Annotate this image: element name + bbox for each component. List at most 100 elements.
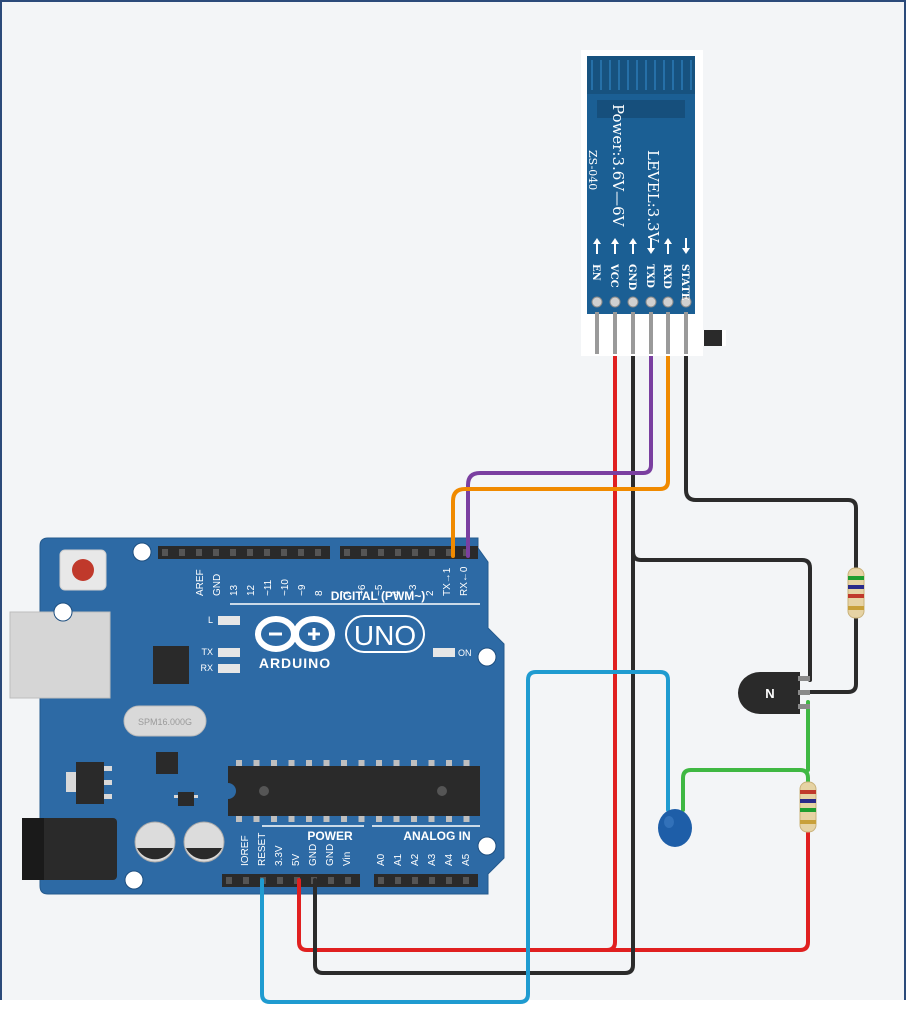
ceramic-capacitor[interactable] xyxy=(658,809,692,847)
led-rx-label: RX xyxy=(200,663,213,673)
wire-black-gnd[interactable] xyxy=(313,350,635,975)
resistor-2[interactable] xyxy=(799,781,817,833)
analog-header-socket[interactable] xyxy=(378,877,384,884)
capacitor-right xyxy=(183,821,225,863)
led-on-label: ON xyxy=(458,648,472,658)
pin-label: A1 xyxy=(393,853,404,866)
wire-orange-rxd-tx1[interactable] xyxy=(451,350,670,558)
power-header-socket[interactable] xyxy=(328,877,334,884)
analog-header-socket[interactable] xyxy=(429,877,435,884)
pin-label: 12 xyxy=(246,584,257,596)
pin-label: AREF xyxy=(195,569,206,596)
digital-header-right-socket[interactable] xyxy=(429,549,435,556)
wire-blue-reset-capacitor[interactable] xyxy=(260,670,670,1004)
wire-black-gnd-transistor[interactable] xyxy=(631,550,812,682)
bt-pin-label: TXD xyxy=(644,264,655,288)
digital-header-left-socket[interactable] xyxy=(230,549,236,556)
wire-resistor-transistor-base[interactable] xyxy=(798,611,858,694)
digital-header-left-socket[interactable] xyxy=(213,549,219,556)
power-header-socket[interactable] xyxy=(345,877,351,884)
digital-header-right-socket[interactable] xyxy=(361,549,367,556)
pin-label: 4 xyxy=(391,590,402,596)
digital-header[interactable] xyxy=(158,546,478,559)
wire-state-resistor[interactable] xyxy=(684,350,858,577)
wire-purple-txd-rx0[interactable] xyxy=(466,350,653,558)
bt-pin-label: RXD xyxy=(661,264,672,289)
wire-red-5v-vcc[interactable] xyxy=(297,350,617,952)
mount-hole xyxy=(53,602,73,622)
bt-pin-label: EN xyxy=(590,264,601,281)
power-header[interactable] xyxy=(222,874,360,887)
reset-button-cap[interactable] xyxy=(72,559,94,581)
digital-header-right-socket[interactable] xyxy=(412,549,418,556)
digital-header-left-socket[interactable] xyxy=(179,549,185,556)
pin-label: 8 xyxy=(314,590,325,596)
analog-header-housing xyxy=(374,874,478,887)
digital-header-left-socket[interactable] xyxy=(247,549,253,556)
bt-pin-label: GND xyxy=(626,264,637,291)
bt-pin-leg[interactable] xyxy=(631,312,635,354)
bluetooth-module-zs040[interactable]: Power:3.6V—6V LEVEL:3.3V ZS-040 EN VCC GND… xyxy=(581,50,726,356)
npn-transistor[interactable]: N xyxy=(738,672,810,714)
digital-header-left-socket[interactable] xyxy=(196,549,202,556)
wire-red-5v-resistor[interactable] xyxy=(605,826,810,952)
pin-label: ~10 xyxy=(280,579,291,596)
dc-jack-front xyxy=(22,818,44,880)
digital-header-left-socket[interactable] xyxy=(298,549,304,556)
pin-label: GND xyxy=(325,844,336,866)
bt-power-text: Power:3.6V—6V xyxy=(609,104,627,228)
pin-label: ~6 xyxy=(357,584,368,596)
bt-model-text: ZS-040 xyxy=(586,150,599,190)
power-header-socket[interactable] xyxy=(226,877,232,884)
analog-in-label: ANALOG IN xyxy=(403,829,470,843)
pin-label: A5 xyxy=(461,853,472,866)
digital-header-right-socket[interactable] xyxy=(378,549,384,556)
bt-pin-leg[interactable] xyxy=(684,312,688,354)
power-header-socket[interactable] xyxy=(277,877,283,884)
wire-green-capacitor-resistor[interactable] xyxy=(681,768,810,812)
wires[interactable] xyxy=(260,350,858,1004)
bt-pin-pad xyxy=(591,296,603,308)
bt-pin-leg[interactable] xyxy=(595,312,599,354)
bt-pin-label: VCC xyxy=(608,263,619,288)
arrow-down-icon xyxy=(647,238,655,254)
usb-chip xyxy=(153,646,189,684)
mount-hole xyxy=(132,542,152,562)
digital-header-left-socket[interactable] xyxy=(162,549,168,556)
pin-label: ~9 xyxy=(297,584,308,596)
digital-header-left-socket[interactable] xyxy=(281,549,287,556)
analog-header-socket[interactable] xyxy=(395,877,401,884)
bt-module-pcb xyxy=(587,56,695,314)
bt-pin-leg[interactable] xyxy=(613,312,617,354)
bt-level-text: LEVEL:3.3V xyxy=(644,150,662,244)
digital-header-left-socket[interactable] xyxy=(264,549,270,556)
capacitor-left xyxy=(134,821,176,863)
pin-label: RESET xyxy=(257,833,268,866)
digital-header-left-socket[interactable] xyxy=(315,549,321,556)
small-chip xyxy=(156,752,178,774)
arrow-up-icon xyxy=(629,238,637,254)
crystal-label: SPM16.000G xyxy=(138,717,192,727)
atmega-chip xyxy=(228,760,480,822)
bt-module-stripes xyxy=(591,60,692,118)
bt-module-button[interactable] xyxy=(704,330,722,346)
usb-body xyxy=(9,611,111,699)
bt-pin-leg[interactable] xyxy=(666,312,670,354)
power-header-socket[interactable] xyxy=(243,877,249,884)
analog-header-socket[interactable] xyxy=(463,877,469,884)
bt-pin-pad xyxy=(662,296,674,308)
resistor-1[interactable] xyxy=(847,567,865,619)
digital-header-right-socket[interactable] xyxy=(344,549,350,556)
digital-header-right-socket[interactable] xyxy=(395,549,401,556)
analog-header-socket[interactable] xyxy=(412,877,418,884)
analog-header[interactable] xyxy=(374,874,478,887)
analog-header-socket[interactable] xyxy=(446,877,452,884)
pin-label: A4 xyxy=(444,853,455,866)
digital-header-right-socket[interactable] xyxy=(446,549,452,556)
crystal-oscillator xyxy=(123,705,207,737)
transistor-label: N xyxy=(765,686,774,701)
bt-pin-leg[interactable] xyxy=(649,312,653,354)
